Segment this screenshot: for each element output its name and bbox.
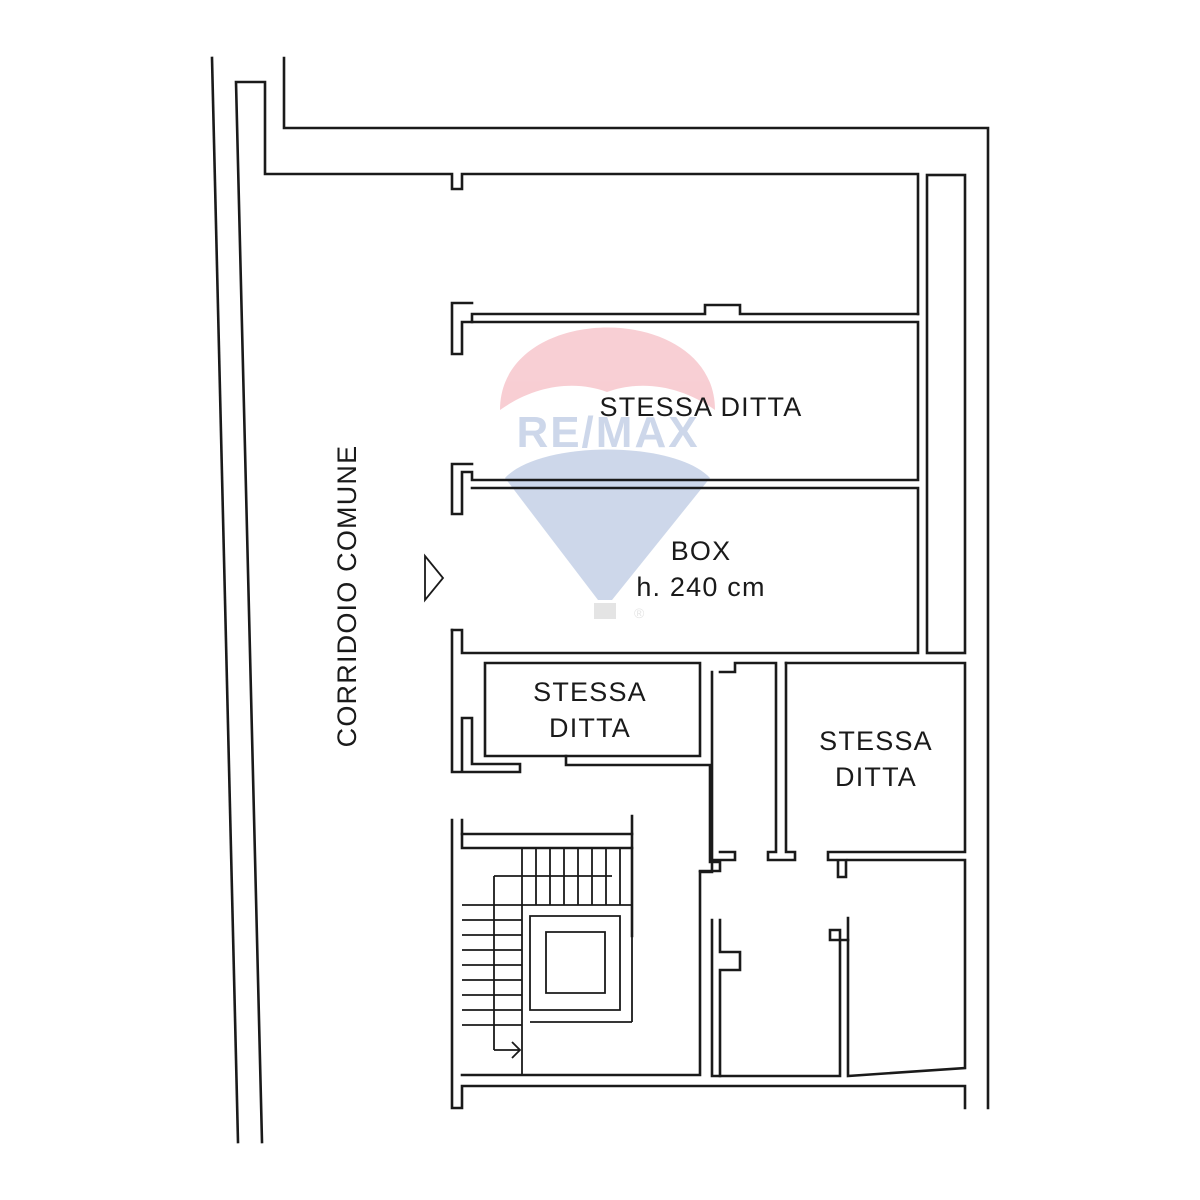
stair-treads-left (462, 876, 522, 1050)
watermark-brand: RE/MAX (516, 408, 699, 457)
outer-wall-bottom (450, 818, 967, 1110)
room-labels: STESSA DITTA BOX h. 240 cm STESSA DITTA … (332, 392, 933, 792)
room-label-box-height: h. 240 cm (636, 572, 765, 602)
right-side-slot (925, 173, 967, 655)
balloon-basket (594, 603, 616, 619)
corridor-label: CORRIDOIO COMUNE (332, 445, 362, 748)
staircase (460, 814, 634, 1075)
corridor-walls (210, 56, 920, 1144)
balloon-top-red (500, 327, 715, 410)
upper-room-walls (450, 301, 920, 655)
wall-below-top-area (450, 301, 920, 356)
bottom-right-rooms (710, 858, 967, 1078)
entrance-arrow-icon (424, 553, 445, 603)
watermark-registered: ® (634, 605, 645, 621)
room-label-right-line1: STESSA (819, 726, 933, 756)
room-label-box: BOX (671, 536, 732, 566)
wall-right-lower-room (784, 661, 967, 879)
wall-small-room-bottom (564, 754, 722, 873)
bottom-room-right (846, 858, 967, 1078)
room-label-left-line1: STESSA (533, 677, 647, 707)
wall-stessa-ditta-box (450, 320, 920, 516)
central-shaft (460, 670, 714, 1077)
central-short-stub (710, 850, 737, 862)
central-shaft-inner (718, 661, 797, 862)
corridor-outer-wall (210, 56, 240, 1144)
corridor-inner-wall (234, 80, 920, 1144)
left-lower-wall (450, 628, 522, 774)
bottom-room-stub (718, 918, 742, 1078)
central-walls (460, 661, 797, 1077)
stair-treads-top (494, 848, 632, 1075)
stair-top-wall (460, 814, 634, 850)
wall-small-room-left (483, 661, 702, 758)
bottom-room-middle (710, 916, 850, 1078)
wall-box-room (450, 486, 920, 655)
stair-direction-arrow-icon (494, 1041, 522, 1059)
room-label-left-line2: DITTA (549, 713, 631, 743)
stair-well (529, 915, 621, 1011)
room-label-stessa-ditta-top: STESSA DITTA (600, 392, 803, 422)
room-label-right-line2: DITTA (835, 762, 917, 792)
outer-wall-top-right (282, 56, 990, 1110)
